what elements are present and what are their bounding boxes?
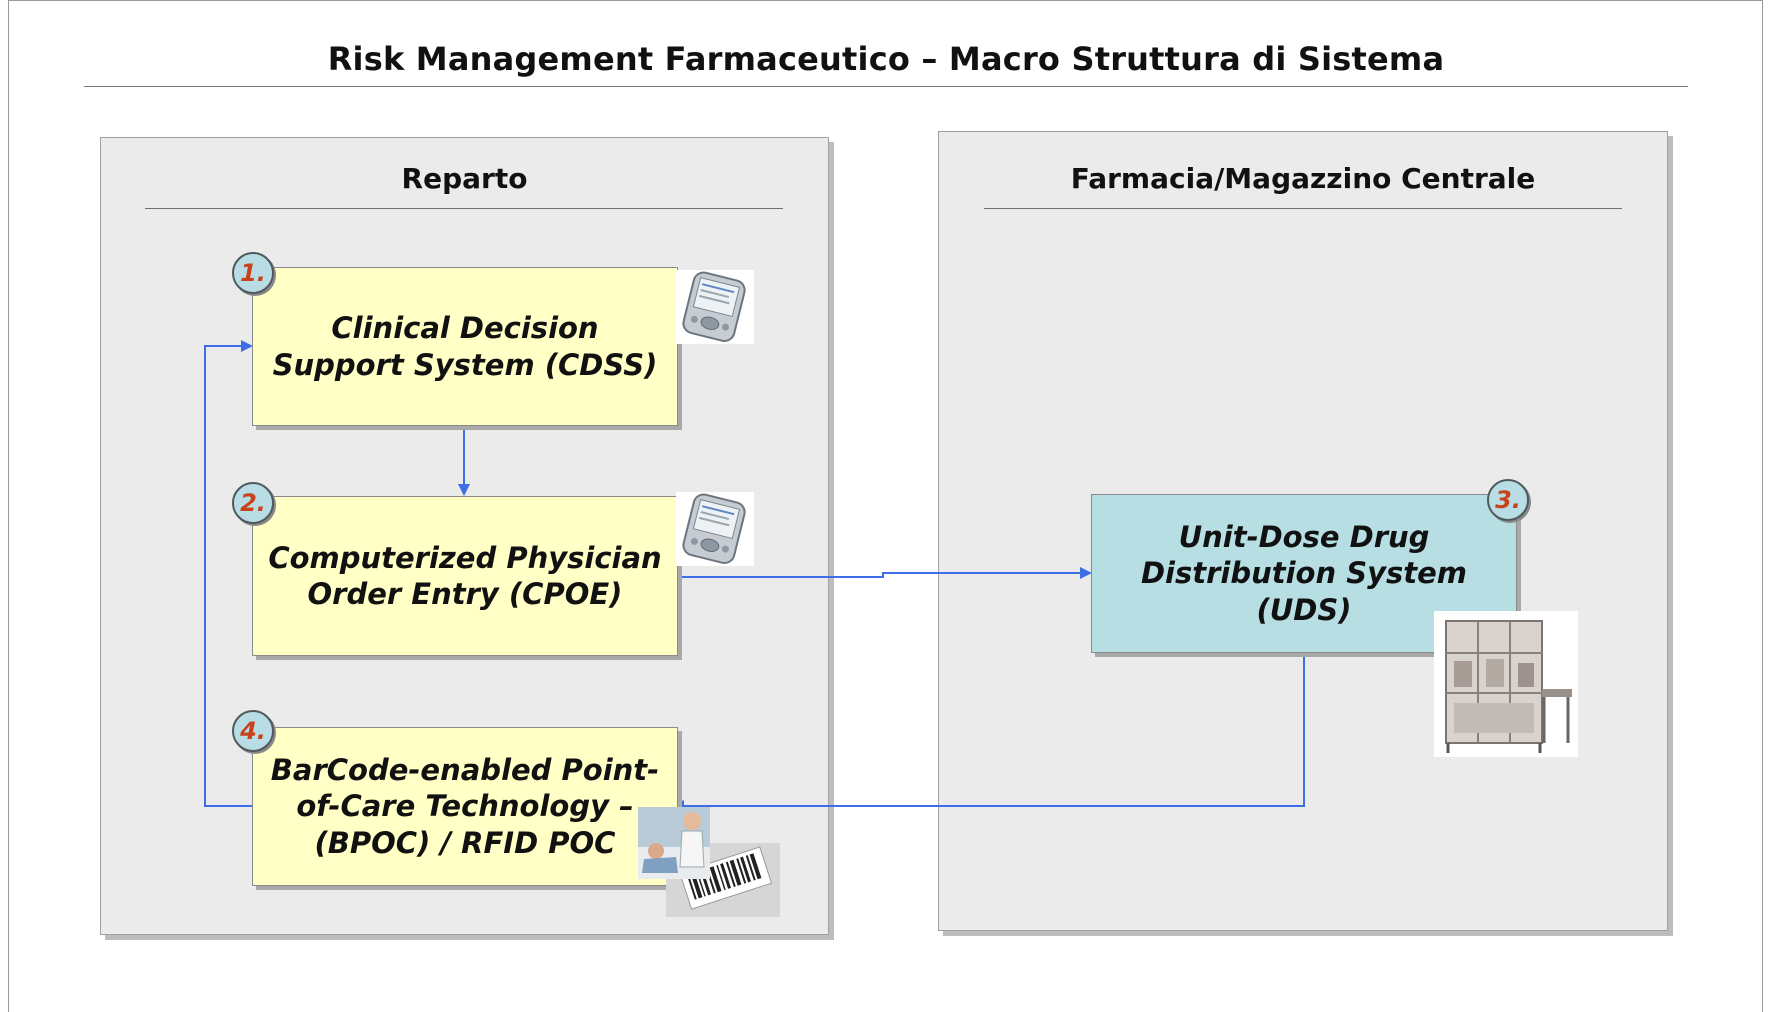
box-uds-line-3: (UDS)	[1256, 592, 1352, 627]
box-cpoe-line-1: Computerized Physician	[268, 540, 662, 575]
arrow-cpoe-to-uds	[675, 567, 1092, 579]
badge-1: 1.	[232, 252, 274, 294]
badge-2: 2.	[232, 482, 274, 524]
badge-3: 3.	[1487, 479, 1529, 521]
box-cdss: Clinical Decision Support System (CDSS)	[252, 267, 678, 426]
dispensing-machine-image	[1434, 611, 1578, 757]
title-divider	[84, 86, 1688, 87]
box-cdss-line-1: Clinical Decision	[331, 311, 599, 346]
page-title: Risk Management Farmaceutico – Macro Str…	[327, 40, 1445, 78]
arrow-uds-to-bpoc	[672, 651, 1305, 812]
panel-reparto-divider	[145, 208, 783, 209]
panel-farmacia-title: Farmacia/Magazzino Centrale	[1070, 162, 1536, 195]
box-bpoc-line-3: (BPOC) / RFID POC	[314, 825, 616, 860]
pda-icon	[676, 270, 754, 344]
box-cpoe-line-2: Order Entry (CPOE)	[307, 577, 623, 611]
box-bpoc-line-1: BarCode-enabled Point-	[270, 753, 660, 788]
box-bpoc-line-2: of-Care Technology –	[296, 789, 634, 824]
panel-farmacia-divider	[984, 208, 1622, 209]
slide-frame	[8, 0, 1763, 1012]
badge-4: 4.	[232, 710, 274, 752]
pda-icon	[676, 492, 754, 566]
box-bpoc: BarCode-enabled Point- of-Care Technolog…	[252, 727, 678, 886]
box-uds-line-1: Unit-Dose Drug	[1178, 520, 1430, 555]
arrow-bpoc-to-cdss	[204, 340, 253, 807]
box-cdss-line-2: Support System (CDSS)	[272, 347, 658, 382]
box-uds-line-2: Distribution System	[1140, 556, 1468, 591]
box-cpoe: Computerized Physician Order Entry (CPOE…	[252, 496, 678, 656]
patient-care-barcode-image	[638, 807, 780, 917]
panel-reparto-title: Reparto	[401, 162, 528, 195]
